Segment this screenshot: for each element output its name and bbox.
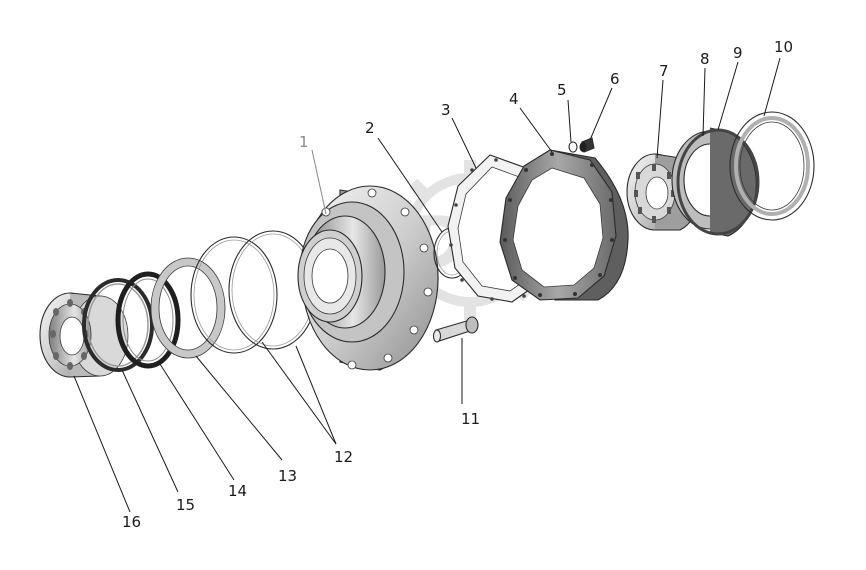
callout-labels: 1 2 3 4 5 6 7 8 9 10 11 12 13 14 15 16 bbox=[122, 38, 793, 531]
leader-9 bbox=[717, 61, 739, 131]
callout-12: 12 bbox=[334, 448, 353, 466]
leader-5 bbox=[567, 99, 572, 143]
callout-13: 13 bbox=[278, 467, 297, 485]
callout-5: 5 bbox=[557, 81, 567, 99]
part-16-roller-bearing bbox=[39, 292, 129, 378]
leader-14 bbox=[159, 363, 235, 481]
part-4-cover bbox=[499, 149, 629, 301]
callout-1: 1 bbox=[299, 133, 309, 151]
leader-16 bbox=[73, 375, 131, 513]
leader-8 bbox=[702, 67, 706, 137]
callout-6: 6 bbox=[610, 70, 620, 88]
leader-15 bbox=[121, 369, 179, 493]
part-15-ring bbox=[82, 278, 154, 372]
callout-3: 3 bbox=[441, 101, 451, 119]
callout-14: 14 bbox=[228, 482, 247, 500]
part-11-pin bbox=[432, 316, 479, 343]
leader-12b bbox=[295, 345, 337, 445]
leader-1 bbox=[311, 149, 327, 215]
part-1-hub-housing bbox=[297, 185, 439, 371]
leader-7 bbox=[656, 79, 664, 159]
leader-13 bbox=[195, 355, 283, 461]
leader-3 bbox=[451, 117, 477, 169]
leader-2 bbox=[377, 137, 443, 233]
leader-12a bbox=[261, 341, 337, 445]
leader-lines bbox=[73, 57, 781, 513]
callout-10: 10 bbox=[774, 38, 793, 56]
callout-9: 9 bbox=[733, 44, 743, 62]
callout-4: 4 bbox=[509, 90, 519, 108]
part-10-outer-ring bbox=[729, 111, 815, 221]
callout-11: 11 bbox=[461, 410, 480, 428]
part-12-snap-rings bbox=[190, 230, 318, 354]
callout-2: 2 bbox=[365, 119, 375, 137]
callout-7: 7 bbox=[659, 62, 669, 80]
callout-16: 16 bbox=[122, 513, 141, 531]
leader-6 bbox=[589, 87, 613, 141]
callout-8: 8 bbox=[700, 50, 710, 68]
leader-10 bbox=[763, 57, 781, 117]
part-13-washer bbox=[150, 257, 226, 359]
leader-4 bbox=[519, 107, 553, 153]
callout-15: 15 bbox=[176, 496, 195, 514]
part-14-ring bbox=[115, 271, 181, 369]
part-5-washer bbox=[568, 141, 578, 153]
part-6-bolt bbox=[579, 137, 595, 153]
